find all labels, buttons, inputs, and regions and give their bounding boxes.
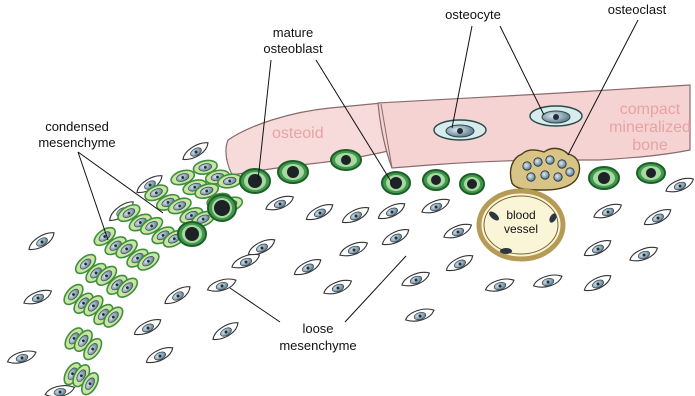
loose-mesenchyme-label-line2: mesenchyme bbox=[279, 338, 356, 353]
compact-bone-label-line1: compact bbox=[620, 101, 681, 118]
osteoclast-nucleus bbox=[546, 156, 554, 164]
loose-mesenchyme-cell bbox=[144, 344, 176, 366]
osteoclast-nucleus bbox=[566, 168, 574, 176]
loose-mesenchyme-cell bbox=[400, 269, 432, 289]
osteoclast-nucleus bbox=[558, 160, 566, 168]
mature-osteoblast-label-line1: mature bbox=[273, 25, 313, 40]
loose-mesenchyme-cell bbox=[582, 237, 614, 259]
compact-bone-label-line2: mineralized bbox=[609, 119, 691, 136]
loose-mesenchyme-cell bbox=[22, 287, 54, 307]
osteoid-label: osteoid bbox=[272, 125, 324, 142]
blood-vessel-label-line1: blood bbox=[506, 208, 535, 222]
loose-mesenchyme-cell bbox=[264, 193, 296, 213]
loose-mesenchyme-cell bbox=[206, 276, 238, 294]
condensed-mesenchyme-label-line1: condensed bbox=[45, 119, 109, 134]
osteocyte-cell bbox=[434, 120, 486, 140]
loose-mesenchyme-cell bbox=[162, 283, 193, 307]
osteoblast-cell bbox=[240, 169, 270, 193]
loose-mesenchyme-cell bbox=[322, 277, 354, 297]
loose-mesenchyme-cell bbox=[442, 221, 474, 241]
osteoclast-cell bbox=[510, 148, 579, 190]
loose-mesenchyme-cell bbox=[376, 200, 408, 222]
loose-mesenchyme-cell bbox=[664, 175, 695, 195]
osteoclast-nucleus bbox=[554, 173, 562, 181]
loose-mesenchyme-cell bbox=[304, 201, 336, 223]
osteoblast-cell bbox=[178, 222, 206, 246]
mature-osteoblast-label-line2: osteoblast bbox=[263, 41, 323, 56]
loose-mesenchyme-cell bbox=[44, 384, 75, 396]
loose-mesenchyme-cell bbox=[210, 319, 241, 343]
loose-mesenchyme-cell bbox=[26, 229, 57, 253]
loose-mesenchyme-cell bbox=[180, 139, 211, 163]
blood-vessel: blood vessel bbox=[479, 191, 563, 259]
loose-mesenchyme-cell bbox=[404, 306, 436, 324]
loose-mesenchyme-cell bbox=[642, 206, 674, 228]
loose-mesenchyme-cell bbox=[420, 196, 452, 216]
loose-mesenchyme-cell bbox=[6, 348, 38, 366]
osteoclast-nucleus bbox=[527, 173, 535, 181]
osteocyte-cell bbox=[530, 106, 582, 126]
loose-mesenchyme-cell bbox=[340, 204, 372, 226]
blood-vessel-label-line2: vessel bbox=[504, 222, 538, 236]
condensed-mesenchyme-label-line2: mesenchyme bbox=[38, 135, 115, 150]
loose-mesenchyme-cell bbox=[292, 256, 324, 278]
loose-mesenchyme-cell bbox=[532, 272, 564, 290]
loose-mesenchyme-cell bbox=[338, 239, 370, 259]
loose-mesenchyme-cell bbox=[592, 201, 624, 221]
osteoclast-nucleus bbox=[534, 158, 542, 166]
loose-mesenchyme-cell bbox=[246, 236, 278, 258]
osteoblast-cell bbox=[382, 172, 410, 194]
osteoclast-nucleus bbox=[523, 162, 531, 170]
loose-mesenchyme-cell bbox=[582, 272, 614, 294]
loose-mesenchyme-label-line1: loose bbox=[302, 321, 333, 336]
osteocyte-label: osteocyte bbox=[445, 7, 501, 22]
osteoblast-cell bbox=[331, 150, 361, 170]
osteoblast-cell bbox=[460, 174, 484, 194]
osteoclast-label: osteoclast bbox=[608, 2, 667, 17]
loose-mesenchyme-cell bbox=[628, 244, 660, 264]
osteoblast-cell bbox=[208, 195, 236, 221]
osteoblast-cell bbox=[637, 163, 665, 183]
osteoclast-nucleus bbox=[541, 171, 549, 179]
loose-mesenchyme-cell bbox=[380, 226, 412, 248]
osteoblast-cell bbox=[589, 167, 619, 189]
osteoblast-cell bbox=[423, 170, 449, 190]
loose-mesenchyme-cell bbox=[484, 276, 516, 294]
loose-mesenchyme-cell bbox=[132, 316, 164, 338]
compact-bone-label-line3: bone bbox=[632, 137, 668, 154]
loose-mesenchyme-cell bbox=[444, 252, 476, 274]
osteoblast-cell bbox=[278, 161, 308, 183]
